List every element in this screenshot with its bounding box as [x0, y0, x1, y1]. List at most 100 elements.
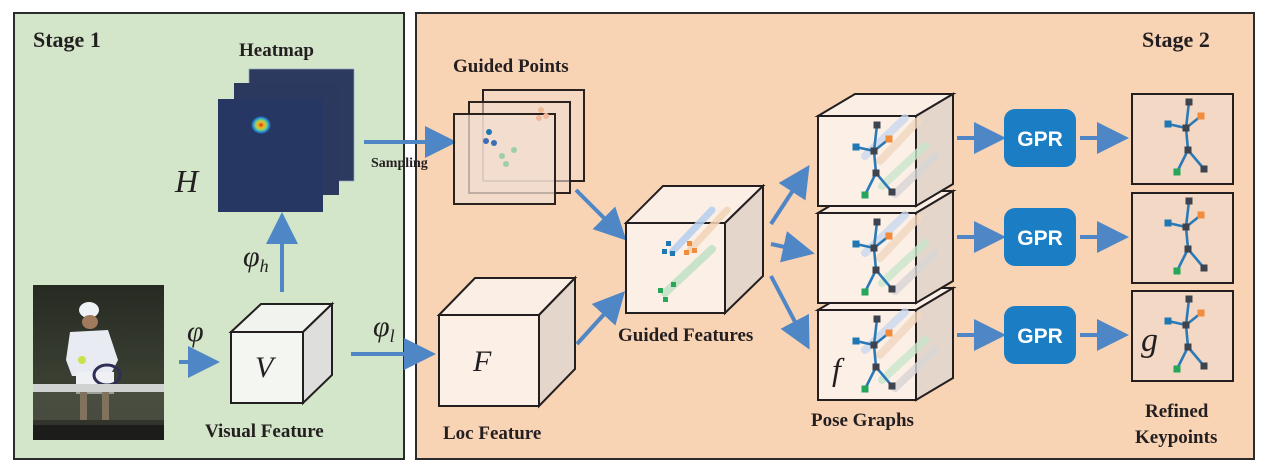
keypoint-neck	[870, 341, 878, 349]
refined-label-line2: Keypoints	[1135, 427, 1217, 448]
skeleton-bone	[863, 366, 878, 390]
visual-feature-cube: V	[228, 301, 335, 406]
guided-point	[483, 138, 489, 144]
keypoint-elbow	[885, 329, 893, 337]
guided-point	[491, 140, 497, 146]
skeleton-bone	[1184, 226, 1190, 250]
skeleton-bone	[1184, 101, 1191, 129]
refined-box-bg	[1131, 192, 1234, 284]
keypoint-elbow	[1197, 112, 1205, 120]
keypoint-footL	[1173, 168, 1181, 176]
player-cap	[79, 302, 99, 318]
refined-symbol: g	[1141, 322, 1158, 359]
guided-features-cube	[623, 183, 766, 316]
photo-court-shadow	[33, 425, 164, 440]
feature-point	[684, 250, 689, 255]
keypoint-footR	[888, 188, 896, 196]
guided-point	[536, 115, 542, 121]
cube-front	[625, 222, 726, 314]
loc-feature-cube: F	[436, 275, 578, 409]
keypoint-head	[873, 315, 881, 323]
keypoint-neck	[1182, 321, 1190, 329]
keypoint-head	[1185, 197, 1193, 205]
pose-graph-cube: f	[814, 286, 957, 402]
cube-front	[438, 314, 540, 407]
skeleton-bone	[1175, 346, 1190, 370]
arrow-points-to-features	[574, 188, 627, 241]
feature-tube	[876, 117, 922, 165]
stage1-title: Stage 1	[33, 27, 101, 52]
keypoint-neck	[1182, 124, 1190, 132]
feature-tube	[878, 336, 929, 384]
gpr-block-bg	[1004, 109, 1076, 167]
phi-h-symbol: φh	[243, 240, 269, 276]
guided-features-label: Guided Features	[618, 325, 753, 346]
keypoint-footL	[1173, 365, 1181, 373]
guided-points-stack	[453, 89, 585, 205]
skeleton-bone	[872, 247, 878, 271]
loc-feature-label: Loc Feature	[443, 423, 541, 444]
feature-point	[687, 241, 692, 246]
keypoint-footR	[1200, 165, 1208, 173]
gpr-row: GPR	[957, 192, 1234, 284]
keypoint-head	[873, 121, 881, 129]
keypoint-footL	[861, 385, 869, 393]
skeleton-bone	[872, 344, 878, 368]
feature-point	[692, 248, 697, 253]
feature-point	[670, 251, 675, 256]
keypoint-elbow	[885, 135, 893, 143]
arrow-features-to-pose-1	[769, 164, 810, 226]
heatmap-symbol: H	[174, 163, 200, 199]
heatmap-label: Heatmap	[239, 40, 314, 61]
feature-tube	[891, 152, 939, 198]
pose-graph-cube	[814, 92, 957, 208]
skeleton-bone	[1184, 298, 1191, 326]
keypoint-head	[873, 218, 881, 226]
player-head	[82, 315, 98, 329]
loc-feature-symbol: F	[472, 345, 492, 378]
feature-tube	[891, 249, 939, 295]
keypoint-footR	[1200, 362, 1208, 370]
stage2-title: Stage 2	[1142, 27, 1210, 52]
keypoint-hip	[872, 169, 880, 177]
input-photo	[33, 285, 164, 440]
gpr-block: GPR	[1004, 109, 1076, 167]
pose-graphs-label: Pose Graphs	[811, 410, 914, 431]
tennis-ball	[78, 356, 86, 364]
feature-tube	[878, 239, 929, 287]
keypoint-footL	[861, 191, 869, 199]
keypoint-hand	[852, 143, 860, 151]
keypoint-footR	[888, 285, 896, 293]
refined-box-bg	[1131, 290, 1234, 382]
keypoint-hand	[852, 337, 860, 345]
feature-point	[666, 241, 671, 246]
feature-tube-orange	[686, 206, 731, 254]
stage2-panel: Stage 2 Sampling Guided Points	[351, 12, 1255, 460]
guided-point	[538, 107, 544, 113]
net-mesh	[33, 392, 164, 420]
keypoint-footR	[888, 382, 896, 390]
heatmap-stack	[218, 68, 355, 212]
feature-point	[671, 282, 676, 287]
feature-tube	[876, 311, 922, 359]
cube-front	[230, 331, 304, 404]
gpr-row: GPR	[957, 93, 1234, 185]
phi-symbol: φ	[187, 315, 204, 348]
skeleton-bone	[872, 318, 879, 346]
visual-feature-symbol: V	[255, 351, 277, 384]
keypoint-hip	[1184, 146, 1192, 154]
refined-box-bg	[1131, 93, 1234, 185]
refined-keypoints-box	[1131, 192, 1234, 284]
skeleton-bone	[872, 221, 879, 249]
keypoint-elbow	[1197, 211, 1205, 219]
keypoint-neck	[1182, 223, 1190, 231]
feature-point	[663, 297, 668, 302]
guided-point	[543, 113, 549, 119]
keypoint-hip	[872, 266, 880, 274]
arrow-features-to-pose-2	[770, 231, 815, 263]
keypoint-hand	[1164, 120, 1172, 128]
player-shirt	[66, 330, 118, 376]
